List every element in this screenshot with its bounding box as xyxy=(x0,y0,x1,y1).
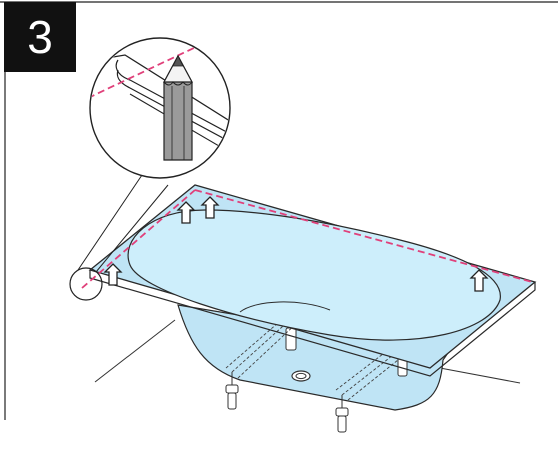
floor-line-right xyxy=(439,367,521,384)
floor-line-left xyxy=(94,319,176,383)
callout-leader-line xyxy=(77,174,143,271)
tub-inner-seat xyxy=(239,301,331,313)
callout-small-circle xyxy=(69,267,103,301)
tub-rim-edge xyxy=(89,270,536,377)
magnifier-circle-icon xyxy=(89,37,231,179)
tub-basin xyxy=(177,304,452,411)
pencil-mark-line xyxy=(81,189,533,289)
step-number-badge: 3 xyxy=(4,2,76,72)
up-arrow-icon xyxy=(200,196,220,219)
up-arrow-icon xyxy=(469,269,489,292)
pencil-icon xyxy=(162,54,194,161)
drain-hole-inner xyxy=(295,372,307,380)
up-arrow-icon xyxy=(103,263,123,286)
callout-leader-line xyxy=(95,184,169,273)
drain-hole xyxy=(291,370,311,382)
step-number: 3 xyxy=(27,11,53,63)
tub-inner-oval xyxy=(127,209,501,341)
up-arrow-icon xyxy=(176,201,196,224)
